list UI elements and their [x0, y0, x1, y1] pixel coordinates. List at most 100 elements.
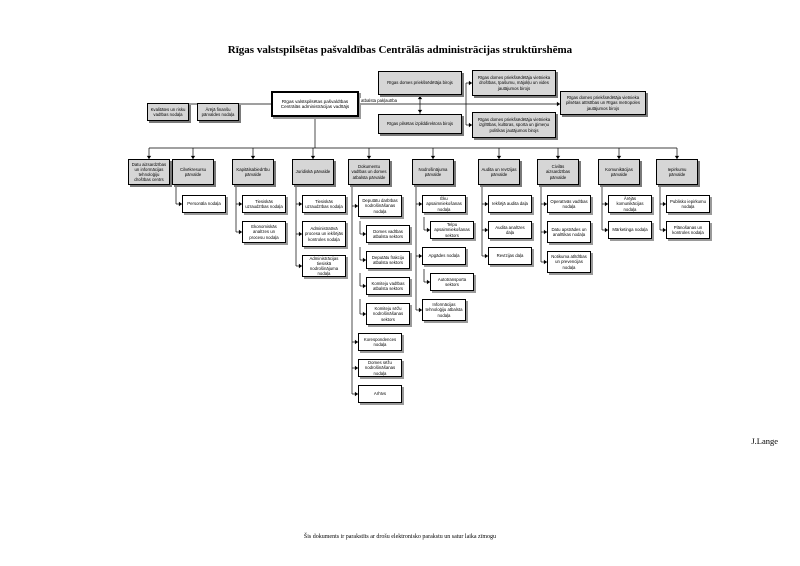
- connector-arrow: [298, 263, 302, 269]
- org-unit-label: Ārējās komunikācijas nodaļa: [616, 196, 644, 212]
- connector-arrow: [555, 155, 561, 159]
- director-box: Rīgas valstspilsētas pašvaldības Centrāl…: [271, 91, 359, 117]
- org-unit-label: Telpu apsaimniekošanas sektors: [434, 222, 470, 238]
- sub-unit-box: Arhīvs: [358, 385, 402, 403]
- org-unit-label: Dokumentu vadības un domes atbalsta pārv…: [351, 164, 387, 180]
- sub-unit-box: Notikuma atlīdības un prevencijas nodaļa: [547, 251, 591, 273]
- connector-arrow: [556, 101, 560, 107]
- sub-unit-box: Korespondences nodaļa: [358, 333, 402, 351]
- connector-arrow: [418, 253, 422, 259]
- department-box: Cilvēkresursu pārvalde: [172, 159, 214, 185]
- connector-arrow: [484, 201, 488, 207]
- org-unit-label: Arhīvs: [373, 391, 387, 397]
- org-unit-label: Administrācijas tiesiskā nodrošinājuma n…: [309, 255, 339, 277]
- sub-unit-box: Autotransporta sektors: [430, 273, 474, 291]
- sub-unit-box: Personāla nodaļa: [182, 195, 226, 213]
- org-unit-label: Nodrošinājuma pārvalde: [418, 166, 448, 177]
- org-unit-label: Tiesiskās uzraudzības nodaļa: [245, 198, 283, 209]
- connector-arrow: [250, 155, 256, 159]
- org-unit-label: Rīgas domes priekšsēdētāja birojs: [387, 80, 453, 86]
- bureau-box: Rīgas domes priekšsēdētāja vietnieka izg…: [472, 112, 556, 138]
- support-unit-box: Ārējā finanšu pārvaldes nodaļa: [197, 103, 239, 121]
- connector-arrow: [190, 155, 196, 159]
- connector-arrow: [674, 155, 680, 159]
- connector-arrow: [484, 253, 488, 259]
- connector-arrow: [604, 201, 608, 207]
- sub-unit-box: Apgādes nodaļa: [422, 247, 466, 265]
- sub-unit-box: Revīzijas daļa: [488, 247, 532, 265]
- org-unit-label: Juridiskā pārvalde: [295, 169, 331, 175]
- org-unit-label: Rīgas pilsētas izpilddirektora birojs: [386, 121, 454, 127]
- connector-arrow: [238, 229, 242, 235]
- connector-label: atbalsta pakļautība: [360, 98, 399, 103]
- connector-arrow: [354, 203, 358, 209]
- connector-arrow: [178, 201, 182, 207]
- sub-unit-box: Domes sēžu nodrošināšanas nodaļa: [358, 359, 402, 377]
- connector-arrow: [354, 339, 358, 345]
- org-unit-label: Kvalitātes un risku vadības nodaļa: [150, 106, 186, 117]
- sub-unit-box: Informācijas tehnoloģiju atbalsta nodaļa: [422, 299, 466, 321]
- page-title: Rīgas valstspilsētas pašvaldības Centrāl…: [227, 44, 573, 56]
- org-unit-label: Tiesiskās uzraudzības nodaļa: [305, 198, 343, 209]
- sub-unit-box: Mārketinga nodaļa: [608, 221, 652, 239]
- org-unit-label: Komiteju sēžu nodrošināšanas sektors: [372, 306, 404, 322]
- connector-arrow: [662, 227, 666, 233]
- org-unit-label: Ekonomiskās analīzes un procesu nodaļa: [249, 224, 279, 240]
- org-unit-label: Deputātu darbības nodrošināšanas nodaļa: [362, 198, 398, 214]
- author-name: J.Lange: [751, 436, 778, 446]
- sub-unit-box: Domes vadības atbalsta sektors: [366, 225, 410, 243]
- connector-arrow: [310, 155, 316, 159]
- org-unit-label: Datu aizsardzības un informācijas tehnol…: [131, 161, 167, 183]
- org-unit-label: Apgādes nodaļa: [428, 253, 460, 259]
- connector-arrow: [426, 279, 430, 285]
- org-unit-label: Civilās aizsardzības pārvalde: [545, 164, 571, 180]
- connector-arrow: [146, 155, 152, 159]
- connector-arrow: [354, 391, 358, 397]
- org-unit-label: Revīzijas daļa: [496, 253, 524, 259]
- org-unit-label: Komiteju vadības atbalsta sektors: [371, 280, 405, 291]
- org-unit-label: Komunikācijas pārvalde: [605, 166, 633, 177]
- connector-arrow: [604, 227, 608, 233]
- sub-unit-box: Audita analīzes daļa: [488, 221, 532, 239]
- connector-arrow: [238, 201, 242, 207]
- org-unit-label: Iekšējā audita daļa: [492, 201, 528, 207]
- connector-arrow: [298, 201, 302, 207]
- sub-unit-box: Plānošanas un kontroles nodaļa: [666, 221, 710, 239]
- connector-arrow: [417, 109, 423, 113]
- org-unit-label: Domes sēžu nodrošināšanas nodaļa: [364, 360, 396, 376]
- org-unit-label: Notikuma atlīdības un prevencijas nodaļa: [551, 254, 587, 270]
- signature-note: Šis dokuments ir parakstīts ar drošu ele…: [303, 534, 497, 540]
- org-unit-label: Deputātu frakciju atbalsta sektors: [371, 254, 405, 265]
- org-unit-label: Ārējā finanšu pārvaldes nodaļa: [201, 106, 235, 117]
- department-box: Iepirkumu pārvalde: [656, 159, 698, 185]
- sub-unit-box: Deputātu darbības nodrošināšanas nodaļa: [358, 195, 402, 217]
- org-unit-label: Rīgas domes priekšsēdētāja vietnieka pil…: [565, 95, 641, 111]
- connector-arrow: [362, 231, 366, 237]
- sub-unit-box: Komiteju vadības atbalsta sektors: [366, 277, 410, 295]
- connector-arrow: [430, 155, 436, 159]
- org-unit-label: Administratīvā procesa un iekšējās kontr…: [305, 226, 343, 242]
- connector-arrow: [662, 201, 666, 207]
- connector-arrow: [362, 283, 366, 289]
- org-unit-label: Cilvēkresursu pārvalde: [179, 166, 207, 177]
- org-unit-label: Korespondences nodaļa: [363, 336, 397, 347]
- org-unit-label: Personāla nodaļa: [187, 201, 221, 207]
- department-box: Dokumentu vadības un domes atbalsta pārv…: [348, 159, 390, 185]
- connector-arrow: [362, 257, 366, 263]
- connector-arrow: [468, 80, 472, 86]
- bureau-box: Rīgas domes priekšsēdētāja vietnieka pil…: [560, 91, 646, 115]
- connector-arrow: [616, 155, 622, 159]
- org-unit-label: Plānošanas un kontroles nodaļa: [672, 224, 704, 235]
- department-box: Komunikācijas pārvalde: [598, 159, 640, 185]
- connector-arrow: [362, 311, 366, 317]
- org-unit-label: Informācijas tehnoloģiju atbalsta nodaļa: [425, 302, 463, 318]
- department-box: Datu aizsardzības un informācijas tehnol…: [128, 159, 170, 185]
- connector-arrow: [496, 155, 502, 159]
- support-unit-box: Kvalitātes un risku vadības nodaļa: [147, 103, 189, 121]
- department-box: Civilās aizsardzības pārvalde: [537, 159, 579, 185]
- sub-unit-box: Publisko iepirkumu nodaļa: [666, 195, 710, 213]
- sub-unit-box: Iekšējā audita daļa: [488, 195, 532, 213]
- sub-unit-box: Administratīvā procesa un iekšējās kontr…: [302, 221, 346, 247]
- sub-unit-box: Deputātu frakciju atbalsta sektors: [366, 251, 410, 269]
